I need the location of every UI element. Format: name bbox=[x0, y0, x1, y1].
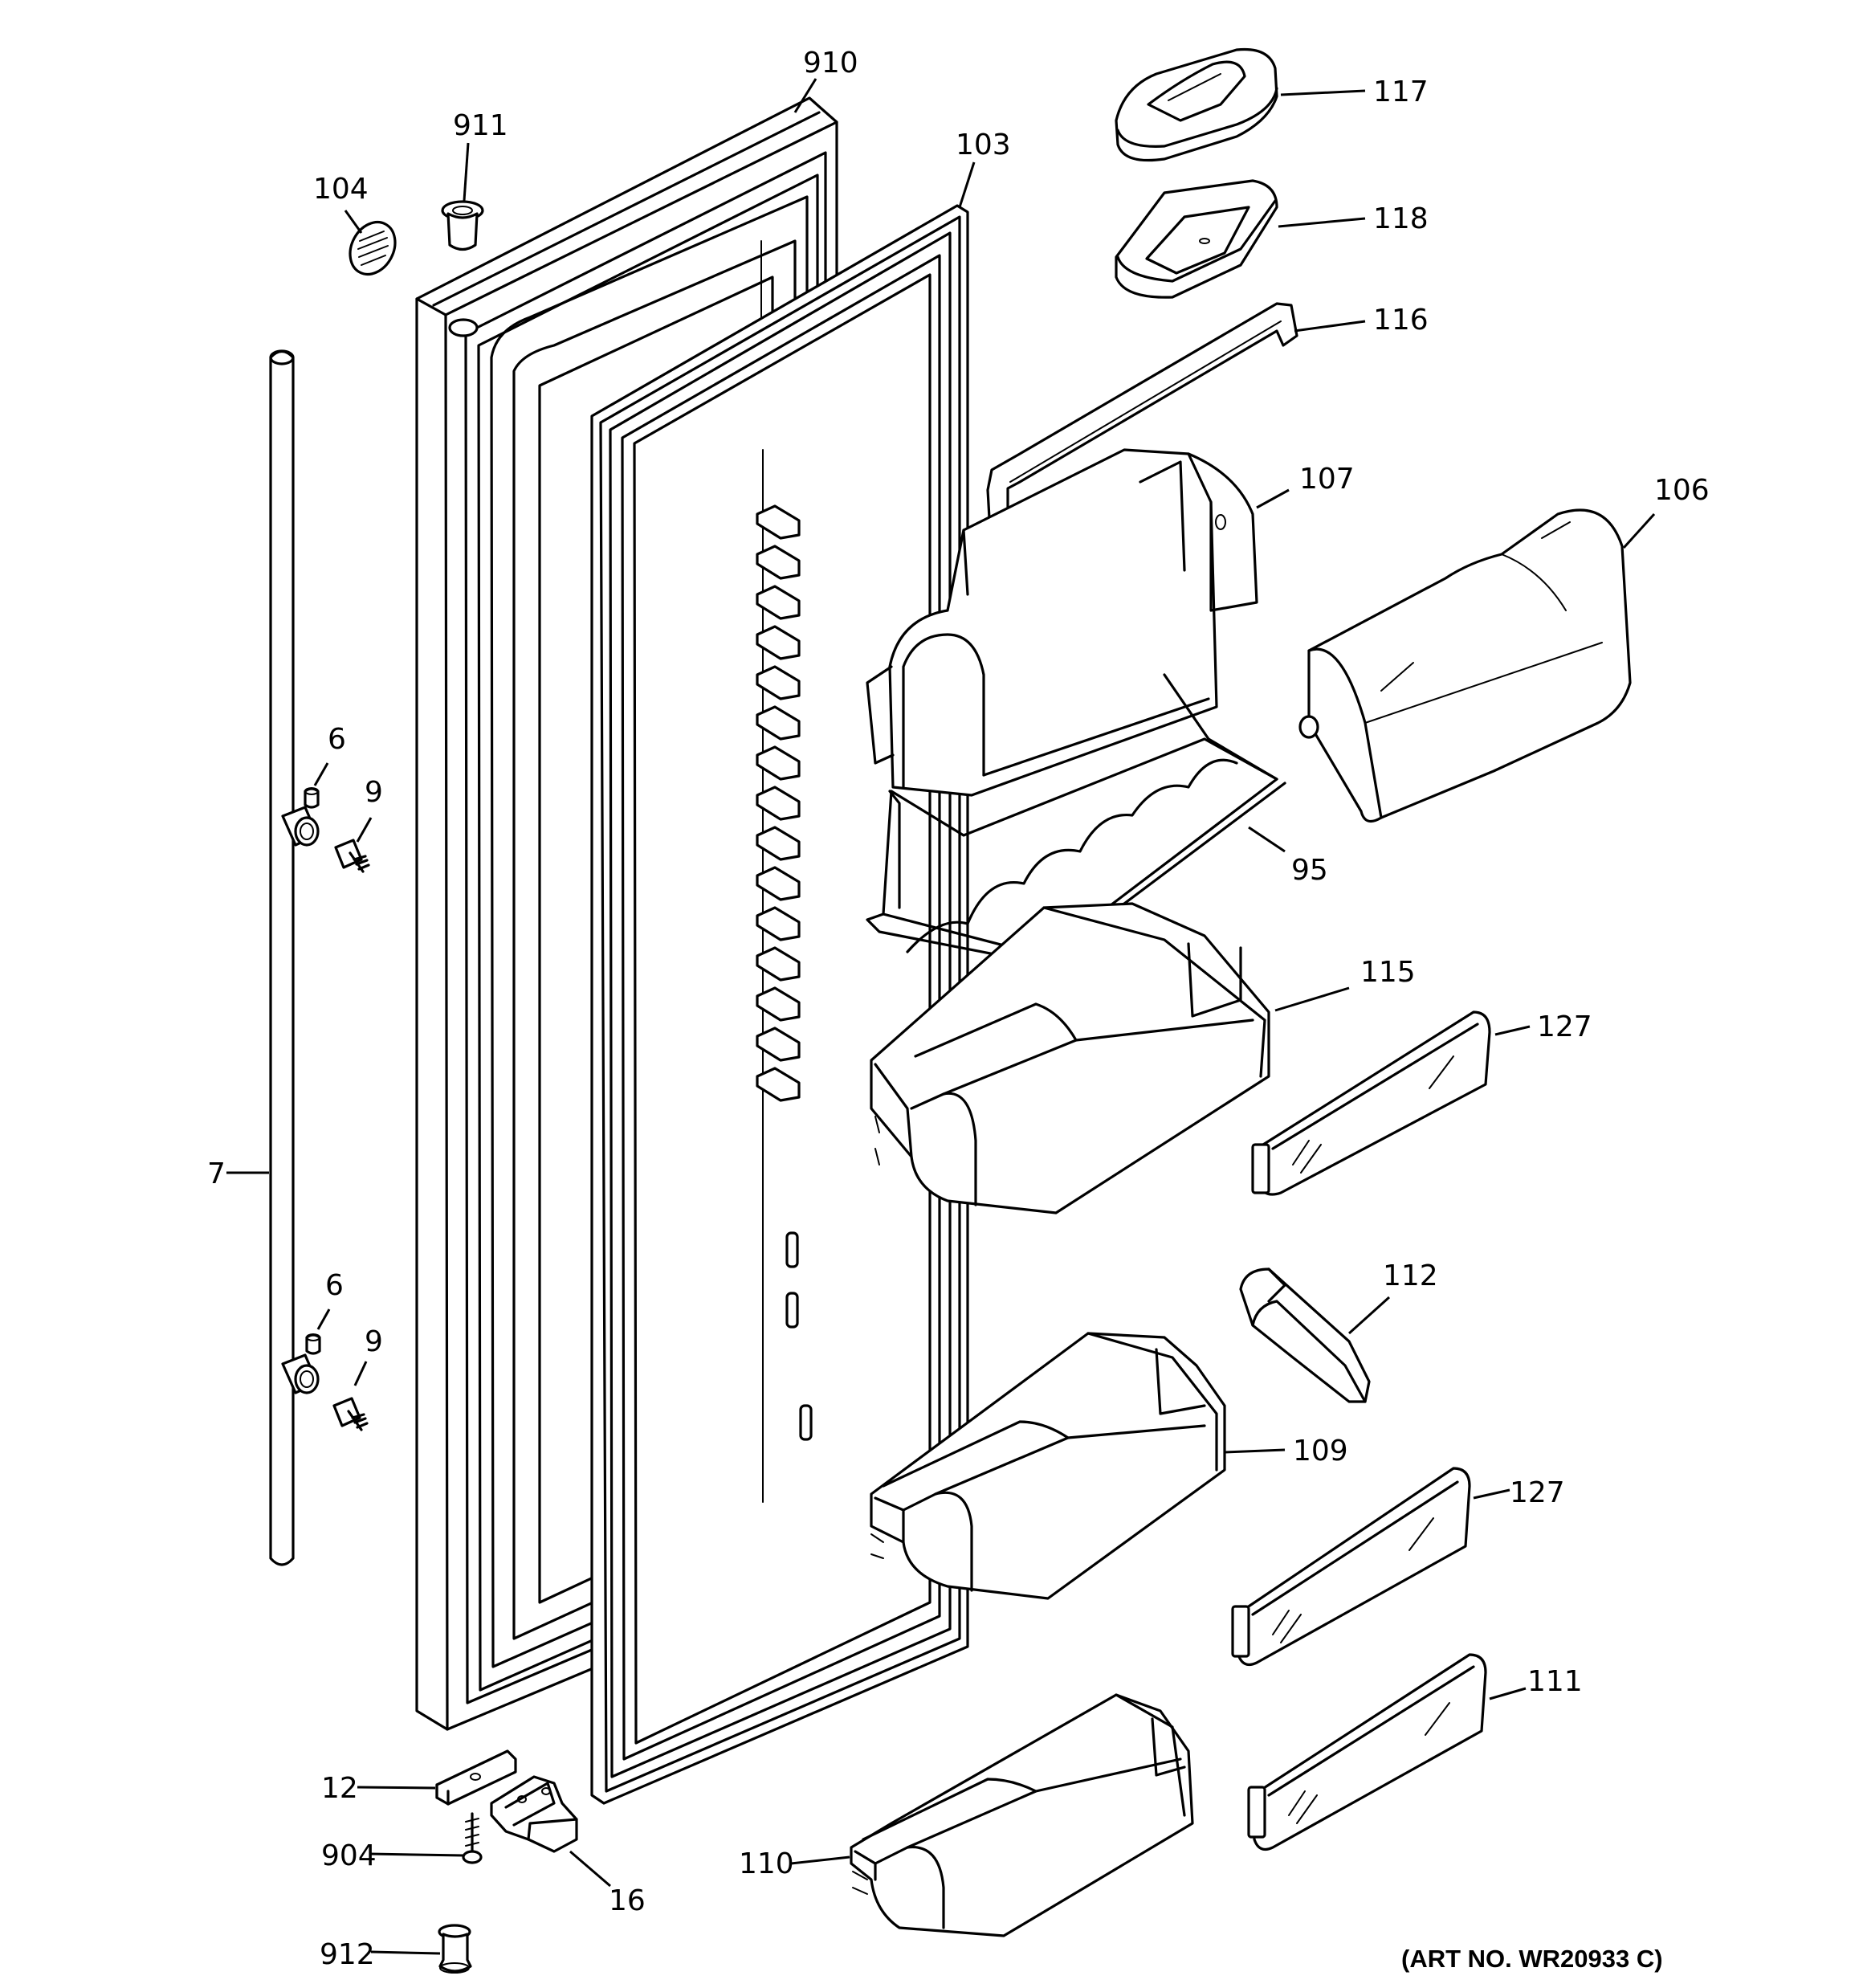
label-904: 904 bbox=[321, 1839, 377, 1872]
label-16: 16 bbox=[609, 1884, 646, 1917]
label-112: 112 bbox=[1383, 1259, 1438, 1292]
part-117-dairy-cover bbox=[1115, 47, 1278, 162]
label-106: 106 bbox=[1654, 474, 1710, 507]
part-911-hinge-bushing bbox=[441, 200, 484, 251]
label-109: 109 bbox=[1293, 1435, 1348, 1468]
part-7-handle-rod bbox=[269, 349, 320, 1566]
label-912: 912 bbox=[320, 1938, 375, 1971]
part-118-dairy-bin bbox=[1115, 179, 1278, 299]
part-9-screws bbox=[332, 839, 370, 1431]
part-6-bushings bbox=[304, 787, 321, 1355]
label-9-upper: 9 bbox=[365, 776, 383, 809]
label-95: 95 bbox=[1291, 854, 1328, 887]
label-115: 115 bbox=[1360, 956, 1416, 989]
label-12: 12 bbox=[321, 1772, 358, 1805]
art-number: (ART NO. WR20933 C) bbox=[1401, 1945, 1663, 1973]
label-103: 103 bbox=[956, 129, 1011, 161]
label-110: 110 bbox=[739, 1847, 794, 1880]
label-7: 7 bbox=[207, 1157, 226, 1190]
part-106-cover bbox=[1298, 508, 1632, 823]
label-111: 111 bbox=[1527, 1665, 1583, 1698]
label-117: 117 bbox=[1373, 76, 1429, 108]
label-6-lower: 6 bbox=[325, 1269, 344, 1302]
part-904-screw bbox=[462, 1812, 483, 1864]
part-127-lower-bin-front bbox=[1231, 1467, 1471, 1666]
label-104: 104 bbox=[313, 173, 369, 206]
label-leaders bbox=[226, 78, 1656, 1955]
part-112-bracket bbox=[1239, 1268, 1371, 1403]
label-127-lower: 127 bbox=[1510, 1476, 1565, 1509]
part-127-upper-bin-front bbox=[1251, 1010, 1491, 1196]
label-116: 116 bbox=[1373, 304, 1429, 337]
inner-liner-shelf-clips bbox=[756, 449, 813, 1503]
label-6-upper: 6 bbox=[328, 723, 346, 756]
part-12-hinge-plate bbox=[435, 1749, 517, 1806]
part-111-bin-front bbox=[1247, 1653, 1487, 1851]
label-9-lower: 9 bbox=[365, 1325, 383, 1358]
part-912-hinge-pin bbox=[438, 1924, 472, 1974]
label-107: 107 bbox=[1299, 463, 1355, 496]
part-109-door-bin bbox=[870, 1332, 1226, 1600]
part-115-door-bin bbox=[870, 902, 1270, 1214]
part-number-labels: 910 911 104 103 117 118 116 107 106 6 9 … bbox=[207, 47, 1710, 1973]
part-110-door-bin bbox=[850, 1693, 1194, 1937]
label-118: 118 bbox=[1373, 202, 1429, 235]
label-910: 910 bbox=[803, 47, 858, 80]
part-16-hinge-bracket bbox=[490, 1775, 578, 1853]
label-911: 911 bbox=[453, 109, 508, 142]
part-104-button-cap bbox=[349, 220, 397, 276]
label-127-upper: 127 bbox=[1537, 1010, 1592, 1043]
part-107-door-bin bbox=[866, 448, 1258, 797]
